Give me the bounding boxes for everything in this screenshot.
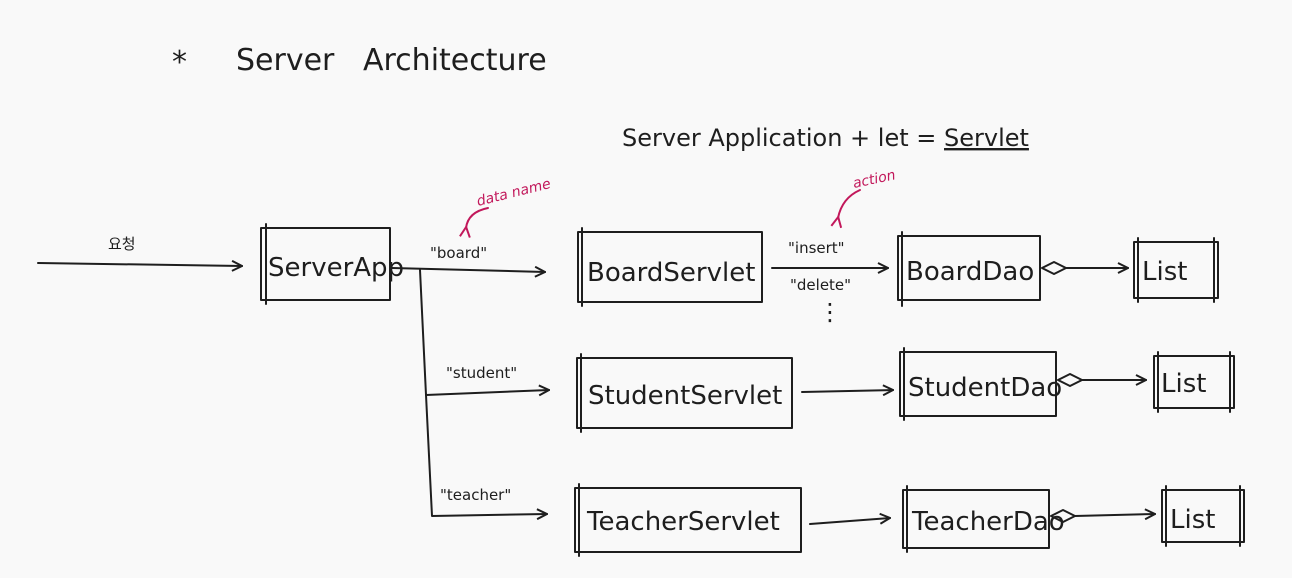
subtitle-part: Server Application + let = [622, 124, 944, 152]
subtitle-text: Server Application + let = Servlet [622, 124, 1029, 152]
teacher-servlet-label: TeacherServlet [586, 507, 780, 537]
board-list-box: List [1133, 237, 1219, 303]
diagram-title: Server Architecture [236, 43, 547, 78]
student-list-label: List [1161, 369, 1206, 399]
route-board-arrow [391, 268, 545, 272]
board-servlet-label: BoardServlet [587, 258, 755, 288]
request-arrow [37, 263, 242, 266]
server-app-label: ServerApp [268, 253, 404, 283]
teacher-dao-box: TeacherDao [902, 485, 1065, 553]
action-note-arrow [838, 189, 861, 218]
title-bullet: * [172, 45, 187, 80]
action-note: action [852, 167, 897, 192]
route-board-label: "board" [430, 244, 487, 262]
board-aggregation-diamond [1041, 261, 1067, 275]
teacher-servlet-to-dao-arrow [809, 518, 890, 525]
server-app-box: ServerApp [260, 223, 404, 305]
student-servlet-label: StudentServlet [588, 381, 782, 411]
board-list-label: List [1142, 257, 1187, 287]
board-servlet-box: BoardServlet [577, 227, 763, 307]
action-delete-label: "delete" [790, 276, 851, 294]
student-list-box: List [1153, 351, 1235, 413]
route-teacher-arrow [425, 394, 547, 516]
teacher-servlet-box: TeacherServlet [574, 483, 802, 557]
action-insert-label: "insert" [788, 239, 845, 257]
student-dao-label: StudentDao [908, 373, 1062, 403]
teacher-dao-label: TeacherDao [911, 507, 1065, 537]
request-label: 요청 [108, 235, 136, 253]
student-servlet-box: StudentServlet [576, 353, 793, 433]
student-dao-box: StudentDao [899, 347, 1062, 421]
board-dao-box: BoardDao [897, 231, 1041, 307]
teacher-dao-to-list-arrow [1074, 514, 1155, 516]
board-dao-label: BoardDao [906, 257, 1034, 287]
subtitle-emphasis: Servlet [944, 124, 1029, 152]
teacher-list-box: List [1161, 485, 1245, 547]
student-servlet-to-dao-arrow [801, 390, 893, 392]
route-student-label: "student" [446, 364, 517, 382]
data-name-note: data name [475, 176, 552, 210]
action-more-label: ⋮ [818, 298, 842, 326]
teacher-list-label: List [1170, 505, 1215, 535]
data-name-note-arrow [466, 207, 489, 228]
route-teacher-label: "teacher" [440, 486, 511, 504]
